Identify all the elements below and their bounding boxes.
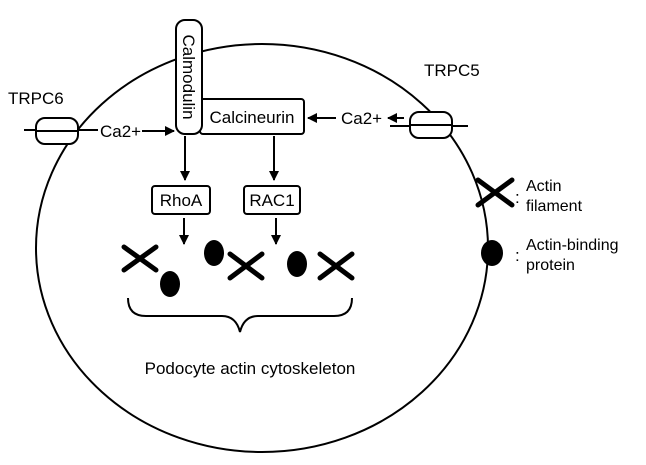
cytoskeleton-label: Podocyte actin cytoskeleton: [145, 359, 356, 378]
calmodulin-box: [175, 19, 203, 135]
calcineurin-label: Calcineurin: [209, 108, 294, 127]
legend-actin-line1: Actin: [526, 178, 562, 195]
legend-abp-line1: Actin-binding: [526, 237, 619, 254]
trpc6-channel: [24, 117, 98, 145]
actin-binding-protein-icon: [160, 271, 180, 297]
actin-filament-icon: [121, 244, 159, 273]
rac1-label: RAC1: [249, 191, 294, 210]
actin-filament-icon: [317, 251, 355, 281]
legend-abp-line2: protein: [526, 257, 575, 274]
legend-abp-colon: :: [515, 246, 520, 265]
trpc6-label: TRPC6: [8, 89, 64, 108]
legend-actin-filament-icon: [475, 177, 515, 208]
legend-actin-binding-protein-icon: [481, 240, 503, 266]
actin-binding-protein-icon: [287, 251, 307, 277]
legend-actin-colon: :: [515, 188, 520, 207]
ca-right-label: Ca2+: [341, 109, 382, 128]
grouping-brace: [127, 297, 353, 333]
actin-binding-protein-icon: [204, 240, 224, 266]
calmodulin-label: Calmodulin: [179, 34, 198, 119]
trpc5-label: TRPC5: [424, 61, 480, 80]
trpc5-channel: [390, 111, 468, 139]
rhoa-box: [151, 185, 211, 215]
rhoa-label: RhoA: [160, 191, 203, 210]
actin-filament-icon: [227, 251, 265, 281]
rac1-box: [243, 185, 301, 215]
legend-actin-line2: filament: [526, 198, 583, 215]
ca-left-label: Ca2+: [100, 122, 141, 141]
